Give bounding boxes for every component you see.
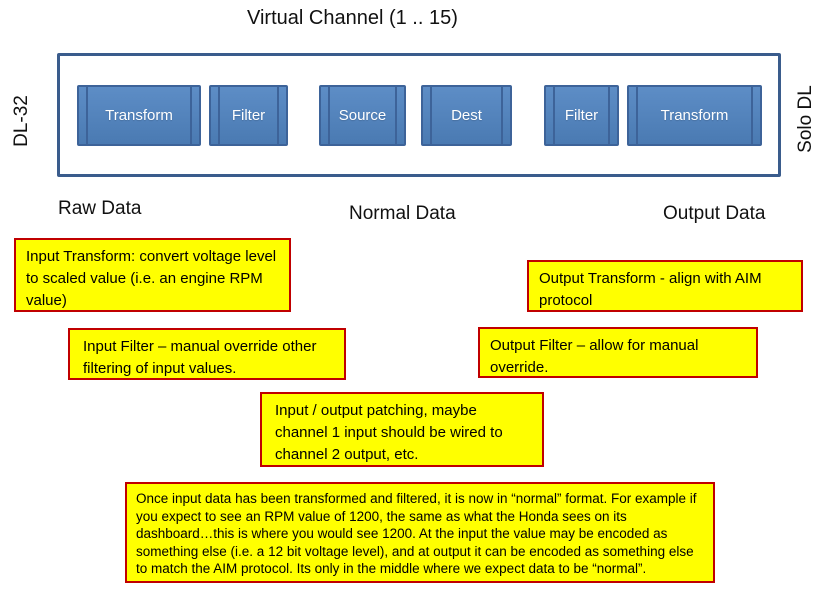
note-input-filter: Input Filter – manual override other fil… [68,328,346,380]
block-source: Source [319,85,406,146]
note-normal-format: Once input data has been transformed and… [125,482,715,583]
block-output-transform: Transform [627,85,762,146]
left-device-label: DL-32 [11,95,32,147]
output-data-label: Output Data [663,203,766,224]
normal-data-label: Normal Data [349,203,456,224]
block-input-filter: Filter [209,85,288,146]
note-input-transform: Input Transform: convert voltage level t… [14,238,291,312]
block-output-filter: Filter [544,85,619,146]
block-dest: Dest [421,85,512,146]
block-input-transform: Transform [77,85,201,146]
note-output-filter: Output Filter – allow for manual overrid… [478,327,758,378]
right-device-label: Solo DL [795,85,816,153]
note-patching: Input / output patching, maybe channel 1… [260,392,544,467]
diagram-title: Virtual Channel (1 .. 15) [247,7,458,29]
note-output-transform: Output Transform - align with AIM protoc… [527,260,803,312]
raw-data-label: Raw Data [58,198,142,219]
